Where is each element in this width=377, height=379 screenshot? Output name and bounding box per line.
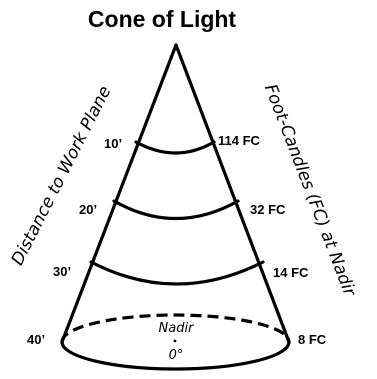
cone-left-edge [62, 45, 176, 342]
distance-label-40: 40’ [27, 332, 45, 347]
fc-label-30: 14 FC [273, 265, 309, 280]
fc-label-20: 32 FC [250, 202, 286, 217]
nadir-label: Nadir [159, 321, 196, 336]
distance-label-10: 10’ [104, 136, 122, 151]
diagram-title: Cone of Light [88, 6, 237, 32]
nadir-angle: 0° [169, 348, 184, 363]
nadir-point [174, 340, 177, 343]
ring-10ft [136, 142, 214, 153]
fc-label-40: 8 FC [298, 332, 327, 347]
ring-20ft [114, 201, 238, 219]
distance-label-30: 30’ [53, 264, 71, 279]
fc-label-10: 114 FC [218, 133, 261, 148]
ring-30ft [91, 262, 263, 284]
distance-label-20: 20’ [79, 202, 97, 217]
